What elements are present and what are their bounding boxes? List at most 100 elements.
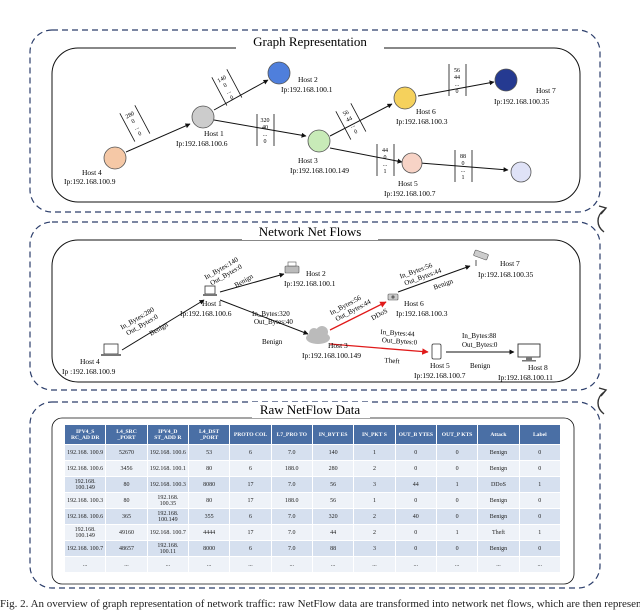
graph-node-labels: Host 4 Ip:192.168.100.9 Host 1 Ip:192.16… (64, 75, 556, 198)
feature-vector-v3: 320 40 ... 0 (256, 114, 275, 146)
table-cell: 192.168. 100.1 (146, 460, 189, 477)
table-cell: 56 (311, 476, 355, 493)
svg-text:44: 44 (454, 75, 460, 81)
table-cell: 320 (311, 508, 355, 525)
table-cell: 192.168. 100.3 (64, 492, 107, 509)
svg-text:Ip:192.168.100.6: Ip:192.168.100.6 (176, 139, 228, 148)
table-cell: Benign (477, 508, 520, 525)
table-cell: 0 (394, 492, 437, 509)
cctv-icon (473, 249, 489, 266)
table-cell: 44 (394, 476, 437, 493)
transform-arrow-icon-2 (597, 387, 608, 415)
column-header: Label (518, 424, 561, 445)
flows-panel-frame (29, 221, 601, 391)
svg-text:Ip:192.168.100.149: Ip:192.168.100.149 (302, 351, 361, 360)
svg-text:In_Bytes:44: In_Bytes:44 (380, 328, 415, 338)
table-cell: 7.0 (270, 508, 313, 525)
svg-text:...: ... (455, 82, 460, 88)
svg-text:Ip :192.168.100.9: Ip :192.168.100.9 (62, 367, 116, 376)
column-header: L4_DST _PORT (187, 424, 231, 445)
feature-vector-v4: 56 44 ... 0 (335, 103, 367, 140)
column-header: Attack (477, 424, 520, 445)
table-cell: 4444 (187, 524, 231, 541)
column-header: OUT_P KTS (435, 424, 479, 445)
svg-text:0: 0 (462, 161, 465, 167)
table-cell: 140 (311, 444, 355, 461)
svg-text:Ip:192.168.100.7: Ip:192.168.100.7 (384, 189, 436, 198)
svg-text:Ip:192.168.100.35: Ip:192.168.100.35 (494, 97, 549, 106)
table-cell: Benign (477, 444, 520, 461)
transform-arrow-icon (597, 205, 608, 233)
table-cell: 80 (187, 492, 231, 509)
svg-text:Host 7: Host 7 (536, 86, 556, 95)
graph-panel-title: Graph Representation (253, 34, 367, 49)
svg-text:Host 3: Host 3 (298, 156, 318, 165)
table-cell: 6 (229, 460, 272, 477)
table-cell: ... (394, 556, 437, 573)
feature-vector-v1: 280 0 ... 0 (119, 105, 151, 142)
graph-edges (125, 79, 509, 173)
table-cell: 8000 (187, 540, 231, 557)
table-cell: Benign (477, 460, 520, 477)
svg-text:280: 280 (125, 111, 136, 121)
table-cell: 192.168. 100.35 (146, 492, 189, 509)
feature-vector-v6: 44 0 ... 1 (376, 144, 395, 176)
table-cell: 17 (229, 492, 272, 509)
feature-vector-v2: 140 0 ... 0 (211, 69, 243, 106)
table-cell: 80 (105, 476, 148, 493)
table-cell: ... (353, 556, 396, 573)
svg-text:44: 44 (345, 116, 353, 124)
svg-text:0: 0 (264, 139, 267, 145)
table-cell: Benign (477, 492, 520, 509)
svg-text:Ip:192.168.100.3: Ip:192.168.100.3 (396, 309, 448, 318)
netflow-table-wrap: IPV4_S RC_AD DR L4_SRC _PORT IPV4_D ST_A… (64, 424, 561, 576)
figure-caption: Fig. 2. An overview of graph representat… (0, 598, 640, 610)
table-cell: 0 (518, 444, 561, 461)
table-cell: 192.168. 100.6 (64, 508, 107, 525)
svg-text:Host 2: Host 2 (306, 269, 326, 278)
flow-host-labels: Host 4 Ip :192.168.100.9 Host 1 Ip:192.1… (62, 259, 553, 382)
table-cell: ... (518, 556, 561, 573)
node-host5 (401, 152, 423, 174)
table-cell: 17 (229, 524, 272, 541)
table-cell: 0 (394, 460, 437, 477)
svg-text:44: 44 (382, 148, 388, 154)
table-cell: DDoS (477, 476, 520, 493)
table-cell: 7.0 (270, 444, 313, 461)
graph-panel-frame (29, 29, 601, 213)
svg-text:1: 1 (462, 175, 465, 181)
table-cell: 52670 (105, 444, 148, 461)
svg-text:0: 0 (353, 129, 358, 136)
svg-text:...: ... (225, 88, 232, 96)
node-host6 (393, 86, 417, 110)
table-cell: 188.0 (270, 460, 313, 477)
svg-text:Host 4: Host 4 (82, 168, 102, 177)
svg-text:Host 6: Host 6 (404, 299, 424, 308)
svg-text:Host 1: Host 1 (202, 299, 222, 308)
table-cell: 0 (518, 492, 561, 509)
svg-text:In_Bytes:88: In_Bytes:88 (462, 332, 497, 340)
table-row: .................................... (64, 556, 561, 573)
table-cell: 40 (394, 508, 437, 525)
svg-text:...: ... (383, 162, 388, 168)
node-host1 (191, 105, 215, 129)
svg-text:Host 5: Host 5 (430, 361, 450, 370)
svg-text:56: 56 (342, 110, 350, 118)
table-cell: 365 (105, 508, 148, 525)
svg-text:320: 320 (261, 118, 270, 124)
table-cell: 0 (435, 460, 479, 477)
table-cell: 17 (229, 476, 272, 493)
feature-vector-v7: 88 0 ... 1 (454, 150, 473, 182)
node-host3 (307, 129, 331, 153)
table-cell: 3 (353, 476, 396, 493)
svg-text:Ip:192.168.100.3: Ip:192.168.100.3 (396, 117, 448, 126)
table-cell: 1 (353, 444, 396, 461)
svg-text:Host 7: Host 7 (500, 259, 520, 268)
svg-text:Ip:192.168.100.7: Ip:192.168.100.7 (414, 371, 466, 380)
